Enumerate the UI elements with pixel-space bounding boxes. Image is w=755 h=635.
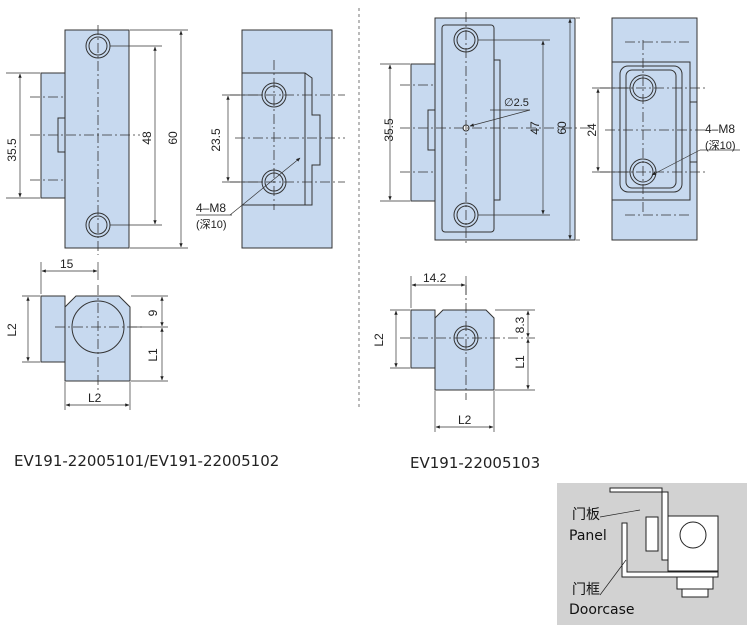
installation-diagram: [557, 483, 747, 625]
dim-9: 9: [146, 309, 160, 316]
dim-35-5-right: 35.5: [382, 118, 396, 142]
left-top-view: [22, 262, 168, 410]
dim-35-5-left: 35.5: [5, 138, 19, 162]
dim-diameter-2-5: ∅2.5: [504, 97, 529, 109]
dim-23-5: 23.5: [209, 128, 223, 152]
right-top-view: [390, 276, 535, 432]
right-side-view: [592, 17, 740, 241]
legend-doorcase-en: Doorcase: [569, 602, 635, 618]
dim-l1-left: L1: [146, 348, 160, 362]
right-front-view: [380, 12, 590, 245]
label-4-m8-left: 4–M8: [196, 201, 226, 215]
dim-60-left: 60: [166, 131, 180, 145]
dim-15: 15: [60, 257, 74, 271]
label-4-m8-right: 4–M8: [705, 122, 735, 136]
dim-14-2: 14.2: [423, 271, 447, 285]
dim-l2-left-v: L2: [5, 323, 19, 337]
dim-60-right: 60: [555, 121, 569, 135]
dim-l2-right-h: L2: [458, 413, 472, 427]
dim-48: 48: [140, 131, 154, 145]
dim-24: 24: [585, 123, 599, 137]
dim-l2-right-v: L2: [372, 333, 386, 347]
legend-doorcase-cn: 门框: [572, 582, 600, 598]
dim-l2-left-h: L2: [88, 391, 102, 405]
dim-8-3: 8.3: [513, 316, 527, 333]
left-front-view: [6, 25, 188, 255]
legend-panel-en: Panel: [569, 528, 607, 544]
caption-right-model: EV191-22005103: [410, 454, 541, 472]
label-depth-10-right: (深10): [705, 139, 736, 152]
legend-panel-cn: 门板: [572, 507, 600, 523]
left-side-view: [196, 29, 345, 249]
label-depth-10-left: (深10): [196, 218, 227, 231]
dim-l1-right: L1: [513, 355, 527, 369]
dim-47: 47: [528, 121, 542, 135]
caption-left-models: EV191-22005101/EV191-22005102: [14, 452, 280, 470]
